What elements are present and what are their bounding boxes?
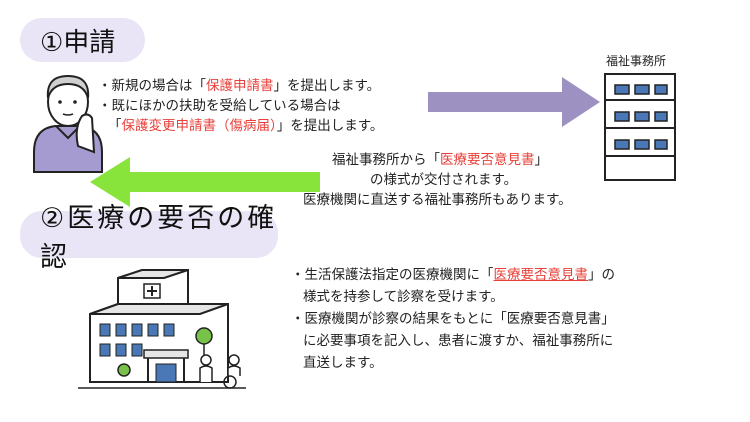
medical-line-4: に必要事項を記入し、患者に渡すか、福祉事務所に — [303, 333, 614, 349]
medical-line-1: ・生活保護法指定の医療機関に「医療要否意見書」の — [291, 267, 615, 283]
return-line-1: 福祉事務所から「医療要否意見書」 — [332, 152, 548, 168]
step2-heading: ②医療の要否の確認 — [20, 203, 278, 273]
apply-line-3: 「保護変更申請書（傷病届）」を提出します。 — [108, 118, 384, 134]
medical-line-5: 直送します。 — [303, 355, 383, 371]
apply-line-1: ・新規の場合は「保護申請書」を提出します。 — [98, 78, 381, 94]
person-icon — [33, 74, 103, 173]
medical-line-3: ・医療機関が診察の結果をもとに「医療要否意見書」 — [291, 311, 615, 327]
return-line-2: の様式が交付されます。 — [370, 172, 518, 188]
office-label: 福祉事務所 — [606, 54, 667, 68]
apply-line-2: ・既にほかの扶助を受給している場合は — [98, 98, 341, 114]
arrow-left-icon — [90, 157, 320, 207]
office-building-icon — [604, 73, 676, 181]
return-line-3: 医療機関に直送する福祉事務所もあります。 — [303, 192, 572, 208]
step1-heading: ①申請 — [20, 18, 145, 62]
arrow-right-icon — [428, 77, 600, 127]
hospital-icon — [78, 269, 246, 389]
medical-line-2: 様式を持参して診察を受けます。 — [303, 289, 504, 305]
